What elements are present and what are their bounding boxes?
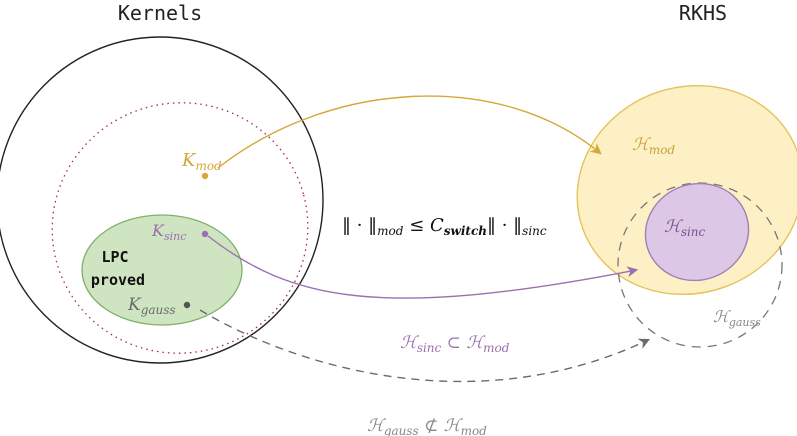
norm-inequality: ‖ · ‖mod ≤ Cswitch‖ · ‖sinc (342, 215, 547, 238)
inclusion-left-sub: sinc (417, 341, 442, 355)
k-gauss-label: Kgauss (127, 295, 176, 317)
k-mod-label: Kmod (181, 150, 222, 173)
non-inclusion-op: ⊄ (419, 416, 444, 436)
h-gauss-label: ℋgauss (713, 307, 761, 329)
h-mod-base: ℋ (632, 135, 652, 155)
non-inclusion-relation: ℋgauss ⊄ ℋmod (367, 416, 487, 436)
arrow-k-mod-to-h-mod (217, 95, 602, 169)
inclusion-right-base: ℋ (466, 333, 486, 353)
k-sinc-base: K (151, 221, 165, 240)
inclusion-op: ⊂ (441, 333, 466, 353)
h-sinc-region (644, 182, 750, 282)
h-sinc-sub: sinc (681, 225, 706, 239)
inclusion-left-base: ℋ (400, 333, 420, 353)
k-sinc-point (201, 230, 209, 238)
k-sinc-sub: sinc (164, 230, 186, 243)
k-gauss-point (183, 301, 191, 309)
rkhs-title: RKHS (679, 1, 727, 25)
non-inclusion-right-sub: mod (461, 424, 488, 436)
h-gauss-sub: gauss (729, 316, 761, 329)
norm-const-sub: switch (444, 224, 487, 238)
arrow-k-gauss-to-h-gauss (199, 309, 651, 383)
k-mod-sub: mod (195, 159, 222, 173)
norm-part1: ‖ · ‖ (342, 215, 377, 236)
norm-const: C (430, 215, 444, 236)
norm-sub2: sinc (522, 224, 547, 238)
k-mod-base: K (181, 150, 197, 171)
inclusion-relation: ℋsinc ⊂ ℋmod (400, 333, 510, 355)
inclusion-right-sub: mod (483, 341, 510, 355)
k-sinc-label: Ksinc (151, 221, 186, 243)
non-inclusion-right-base: ℋ (444, 416, 464, 436)
norm-leq: ≤ (403, 215, 430, 236)
lpc-label-line2: proved (91, 271, 145, 289)
h-mod-sub: mod (649, 143, 676, 157)
kernels-title: Kernels (118, 1, 202, 25)
h-sinc-label: ℋsinc (664, 217, 706, 239)
non-inclusion-left-base: ℋ (367, 416, 387, 436)
norm-sub1: mod (377, 224, 404, 238)
h-sinc-base: ℋ (664, 217, 684, 237)
kernels-circle (0, 36, 324, 364)
lpc-label-line1: LPC (101, 248, 128, 266)
arrow-k-sinc-to-h-sinc (207, 235, 639, 299)
k-gauss-sub: gauss (141, 303, 176, 317)
k-mod-point (201, 172, 209, 180)
h-gauss-base: ℋ (713, 307, 731, 326)
non-inclusion-left-sub: gauss (384, 424, 419, 436)
h-mod-label: ℋmod (632, 135, 675, 157)
lpc-region (81, 214, 243, 326)
norm-part3: ‖ · ‖ (487, 215, 522, 236)
k-gauss-base: K (127, 295, 142, 315)
dotted-boundary (51, 102, 309, 354)
